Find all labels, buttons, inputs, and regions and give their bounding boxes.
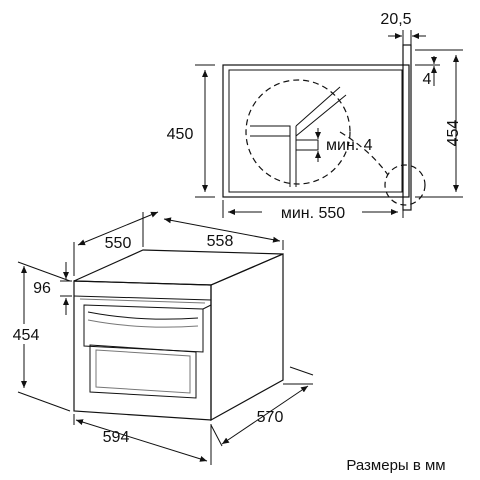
- label-4: 4: [423, 71, 432, 88]
- label-min-4: мин. 4: [326, 137, 373, 154]
- label-450: 450: [167, 126, 194, 143]
- label-454-right: 454: [445, 120, 462, 147]
- front-panel: [402, 44, 412, 211]
- detail-circle-small: [384, 164, 426, 206]
- niche-drawing: 450 454 4 20,5 мин. 4 мин. 550: [167, 11, 463, 222]
- label-20-5: 20,5: [380, 11, 411, 28]
- label-454-left: 454: [13, 327, 40, 344]
- appliance-front: [73, 280, 212, 421]
- niche-outline: [222, 64, 410, 198]
- label-594: 594: [103, 429, 130, 446]
- appliance-drawing: 550 558 96 454 594 570: [6, 211, 314, 465]
- label-96: 96: [33, 280, 51, 297]
- niche-inner: [228, 69, 403, 193]
- label-558: 558: [207, 233, 234, 250]
- leader-dashed: [339, 131, 389, 176]
- label-570: 570: [257, 409, 284, 426]
- door-handle-area: [83, 304, 204, 353]
- door-window: [89, 344, 197, 399]
- detail-circle: [245, 79, 351, 185]
- gap-detail: [296, 139, 319, 151]
- dim-570: [221, 385, 309, 445]
- units-caption: Размеры в мм: [346, 457, 445, 474]
- label-550: 550: [105, 235, 132, 252]
- inner-structure: [250, 86, 347, 187]
- dim-550: [77, 211, 159, 246]
- appliance-side: [210, 253, 284, 422]
- dim-558: [163, 217, 281, 243]
- dim-594: [75, 419, 208, 462]
- label-min-550: мин. 550: [281, 205, 345, 222]
